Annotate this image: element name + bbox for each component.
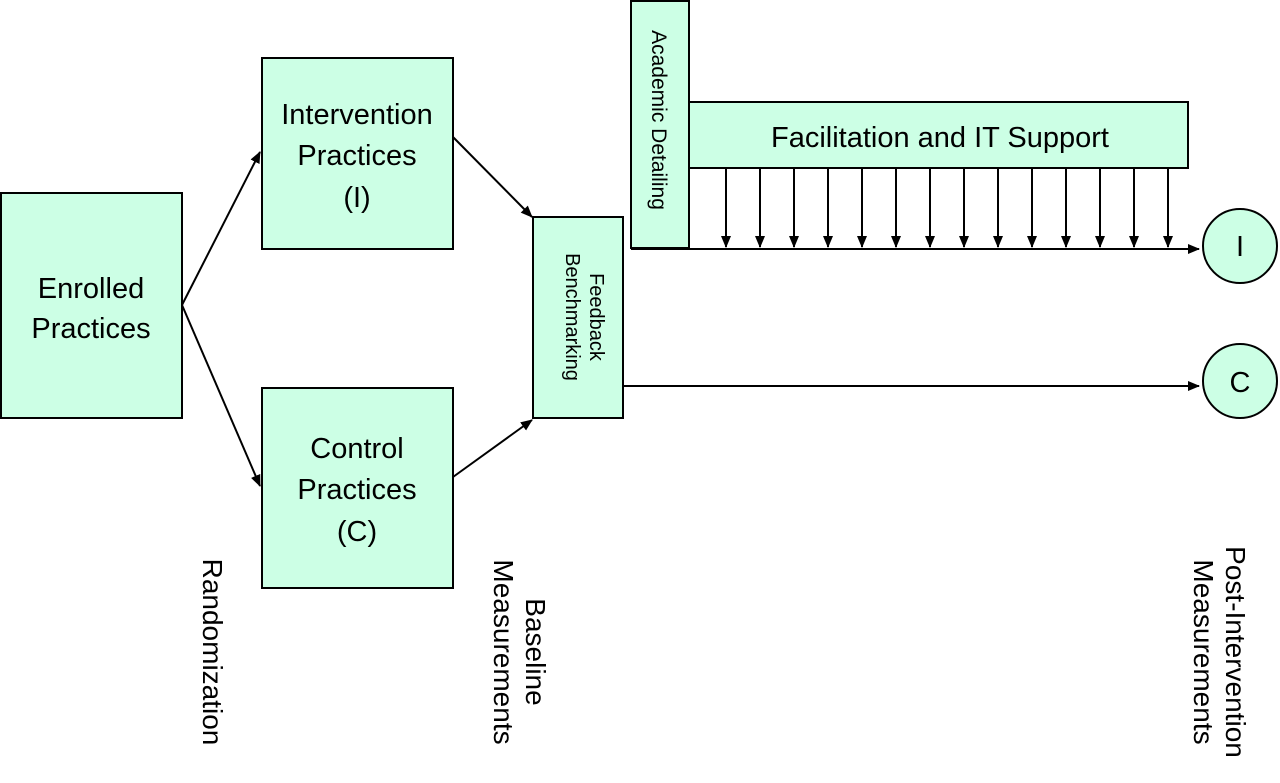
arrow-intervention-to-feedback bbox=[452, 136, 533, 218]
feedback-benchmarking-node: Feedback Benchmarking bbox=[532, 216, 624, 419]
control-outcome-label: C bbox=[1230, 367, 1251, 399]
support-arrows bbox=[721, 168, 1173, 248]
facilitation-it-support-label: Facilitation and IT Support bbox=[771, 122, 1109, 154]
connectors bbox=[181, 136, 1200, 487]
intervention-practices-label-line2: Practices bbox=[297, 140, 416, 172]
post-intervention-phase-label: Post-Intervention Measurements bbox=[1188, 546, 1251, 758]
intervention-practices-node: Intervention Practices (I) bbox=[261, 57, 454, 250]
baseline-label-line2: Measurements bbox=[488, 559, 519, 744]
enrolled-practices-label-line1: Enrolled bbox=[38, 273, 144, 305]
control-outcome-node: C bbox=[1202, 343, 1278, 419]
arrow-enrolled-to-intervention bbox=[181, 151, 261, 306]
facilitation-it-support-node: Facilitation and IT Support bbox=[688, 101, 1189, 169]
intervention-outcome-label: I bbox=[1236, 231, 1244, 263]
post-intervention-label-line1: Post-Intervention bbox=[1220, 546, 1251, 758]
intervention-practices-label-line3: (I) bbox=[343, 182, 370, 214]
baseline-phase-label: Baseline Measurements bbox=[488, 559, 551, 744]
intervention-practices-label-line1: Intervention bbox=[281, 99, 433, 131]
baseline-label-line1: Baseline bbox=[520, 598, 551, 705]
control-practices-label-line1: Control bbox=[310, 433, 404, 465]
control-practices-label-line2: Practices bbox=[297, 474, 416, 506]
control-practices-node: Control Practices (C) bbox=[261, 387, 454, 589]
feedback-label: Feedback bbox=[585, 273, 607, 362]
arrow-control-to-feedback bbox=[452, 419, 533, 478]
intervention-outcome-node: I bbox=[1202, 208, 1278, 284]
post-intervention-label-line2: Measurements bbox=[1188, 559, 1219, 744]
enrolled-practices-label-line2: Practices bbox=[31, 313, 150, 345]
randomization-phase-label: Randomization bbox=[197, 559, 228, 746]
academic-detailing-label: Academic Detailing bbox=[647, 30, 670, 210]
control-practices-label-line3: (C) bbox=[337, 516, 377, 548]
benchmarking-label: Benchmarking bbox=[561, 253, 583, 381]
enrolled-practices-node: Enrolled Practices bbox=[0, 192, 183, 419]
arrow-enrolled-to-control bbox=[181, 304, 261, 487]
academic-detailing-node: Academic Detailing bbox=[630, 0, 690, 249]
